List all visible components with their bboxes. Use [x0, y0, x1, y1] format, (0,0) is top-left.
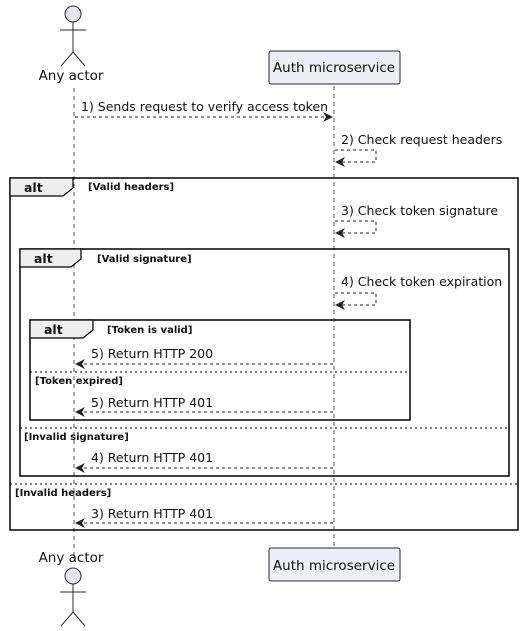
service-bottom-box — [268, 547, 401, 582]
message-3-arrow — [335, 220, 377, 238]
message-5-ok-label: 5) Return HTTP 200 — [91, 346, 213, 361]
actor-bottom-label: Any actor — [39, 550, 104, 566]
message-4-invalid-label: 4) Return HTTP 401 — [91, 450, 213, 465]
inner-alt-guard: [Token is valid] — [107, 325, 192, 336]
middle-alt-fragment — [19, 248, 510, 477]
message-5-expired-label: 5) Return HTTP 401 — [91, 395, 213, 410]
outer-alt-fragment — [9, 177, 519, 531]
actor-top-icon — [60, 5, 86, 67]
inner-alt-keyword: alt — [44, 322, 63, 337]
inner-alt-else-guard: [Token expired] — [35, 376, 123, 387]
message-4-arrow — [335, 292, 377, 310]
inner-alt-fragment — [29, 319, 411, 421]
message-3-invalid-label: 3) Return HTTP 401 — [91, 506, 213, 521]
service-bottom-label: Auth microservice — [273, 558, 395, 574]
service-top-label: Auth microservice — [273, 60, 395, 76]
message-1-label: 1) Sends request to verify access token — [81, 99, 328, 114]
message-3-label: 3) Check token signature — [341, 203, 498, 218]
service-top-box — [268, 50, 401, 85]
actor-bottom-icon — [60, 567, 86, 627]
outer-alt-guard: [Valid headers] — [88, 182, 174, 193]
message-4-label: 4) Check token expiration — [341, 274, 502, 289]
middle-alt-keyword: alt — [34, 251, 53, 266]
actor-top-label: Any actor — [39, 68, 104, 84]
outer-alt-else-guard: [Invalid headers] — [15, 488, 111, 499]
outer-alt-keyword: alt — [24, 180, 43, 195]
message-2-arrow — [335, 149, 377, 167]
middle-alt-else-guard: [Invalid signature] — [24, 432, 129, 443]
middle-alt-guard: [Valid signature] — [97, 254, 192, 265]
message-2-label: 2) Check request headers — [341, 132, 502, 147]
